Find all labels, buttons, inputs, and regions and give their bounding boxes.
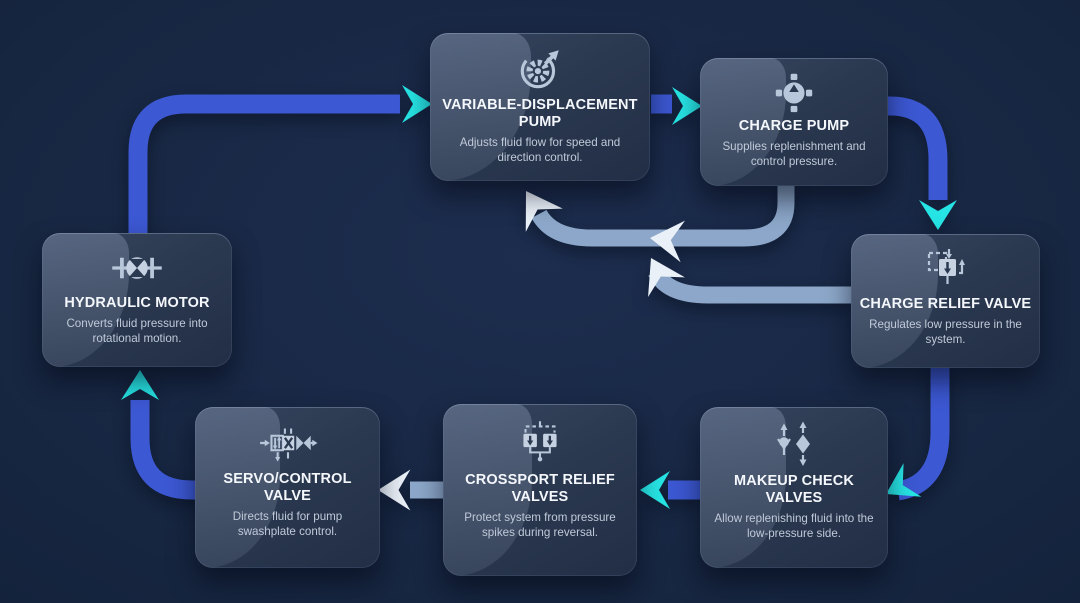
node-description: Regulates low pressure in the system. xyxy=(869,317,1022,346)
node-title: CHARGE PUMP xyxy=(738,118,850,134)
arrow-servo-to-motor xyxy=(130,400,206,500)
motor-icon xyxy=(109,243,165,293)
servo-valve-icon xyxy=(257,417,319,469)
relief-valve-icon xyxy=(922,244,970,294)
node-title: CHARGE RELIEF VALVE xyxy=(859,296,1032,312)
arrowhead-into-vdp xyxy=(402,85,432,123)
node-description: Supplies replenishment and control press… xyxy=(722,139,866,168)
node-title: VARIABLE-DISPLACEMENT PUMP xyxy=(442,97,638,130)
arrow-charge-pump-to-charge-relief xyxy=(880,96,948,200)
node-title: SERVO/CONTROL VALVE xyxy=(223,471,352,504)
arrowhead-into-motor xyxy=(121,370,159,400)
node-title: HYDRAULIC MOTOR xyxy=(64,295,210,311)
node-makeup-check-valves: MAKEUP CHECK VALVES Allow replenishing f… xyxy=(700,407,888,568)
node-description: Converts fluid pressure into rotational … xyxy=(66,316,208,345)
arrowhead-into-charge-relief xyxy=(919,200,957,230)
node-servo-control-valve: SERVO/CONTROL VALVE Directs fluid for pu… xyxy=(195,407,380,568)
node-charge-pump: CHARGE PUMP Supplies replenishment and c… xyxy=(700,58,888,186)
node-charge-relief-valve: CHARGE RELIEF VALVE Regulates low pressu… xyxy=(851,234,1040,368)
arrowhead-into-servo xyxy=(378,469,411,511)
node-variable-displacement-pump: VARIABLE-DISPLACEMENT PUMP Adjusts fluid… xyxy=(430,33,650,181)
node-title: MAKEUP CHECK VALVES xyxy=(734,473,854,506)
node-title: CROSSPORT RELIEF VALVES xyxy=(465,472,615,505)
node-description: Directs fluid for pump swashplate contro… xyxy=(232,509,343,538)
node-description: Adjusts fluid flow for speed and directi… xyxy=(459,135,621,164)
node-hydraulic-motor: HYDRAULIC MOTOR Converts fluid pressure … xyxy=(42,233,232,367)
node-description: Protect system from pressure spikes duri… xyxy=(464,510,616,539)
node-crossport-relief-valves: CROSSPORT RELIEF VALVES Protect system f… xyxy=(443,404,637,576)
pump-ports-icon xyxy=(771,68,817,116)
arrow-charge-pump-to-vdp xyxy=(531,183,795,247)
gear-arrow-icon xyxy=(514,43,566,95)
arrow-charge-relief-to-loop xyxy=(648,267,854,304)
node-description: Allow replenishing fluid into the low-pr… xyxy=(714,511,874,540)
arrowhead-into-charge-pump xyxy=(672,87,702,125)
check-valves-icon xyxy=(770,417,818,471)
arrowhead-into-crossport xyxy=(640,471,670,509)
arrow-motor-to-vdp xyxy=(128,94,400,252)
arrow-charge-relief-to-makeup xyxy=(895,364,950,501)
crossport-relief-icon xyxy=(511,414,569,470)
